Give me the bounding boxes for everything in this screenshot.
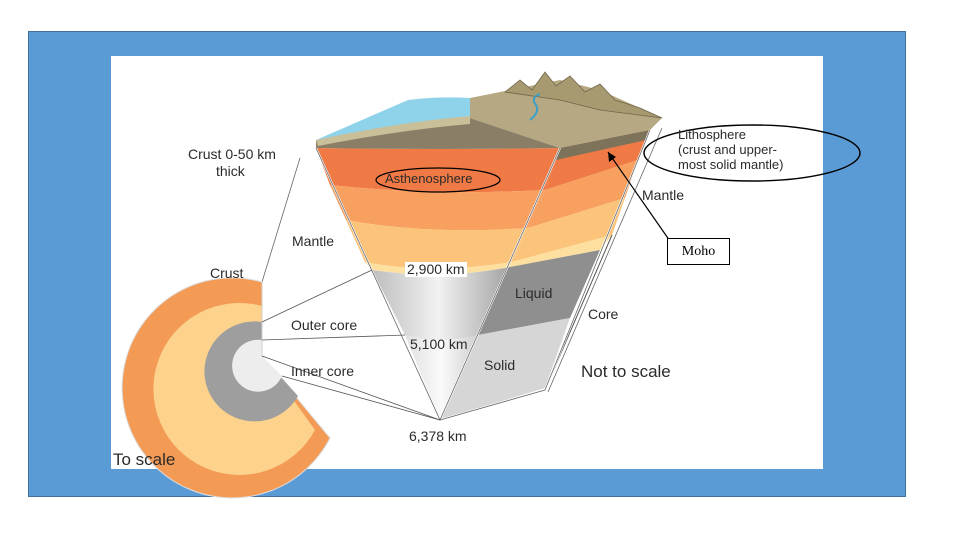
outer-core-label: Outer core [291, 317, 358, 333]
depth-5100-label: 5,100 km [410, 336, 468, 352]
core-right-label: Core [588, 306, 619, 322]
inner-core-front [405, 335, 478, 420]
oceanic-crust [316, 116, 470, 146]
asthenosphere-right [545, 130, 650, 190]
inner-core-label: Inner core [291, 363, 355, 379]
wedge-front-face [316, 148, 560, 420]
lithosphere-ellipse [643, 124, 861, 182]
outer-core-right [478, 250, 600, 335]
asthenosphere-label: Asthenosphere [385, 171, 473, 186]
to-scale-label: To scale [113, 450, 176, 469]
crust-thickness-label-2: thick [216, 163, 245, 179]
wedge-right-face [440, 130, 650, 420]
depth-6378-label: 6,378 km [409, 428, 467, 444]
ocean [316, 97, 470, 140]
river [529, 93, 541, 121]
lithosphere-right-edge [556, 130, 650, 160]
continental-land [470, 80, 662, 148]
lithosphere-label-1: Lithosphere [678, 127, 746, 142]
surface-layer [316, 71, 663, 160]
asthenosphere-band [316, 148, 560, 193]
moho-textbox: Moho [667, 238, 730, 265]
middle-mantle-band [346, 220, 528, 269]
lithosphere-label-2: (crust and upper- [678, 142, 777, 157]
mountains [504, 71, 663, 119]
mantle-right-label: Mantle [642, 187, 685, 203]
moho-arrowhead [608, 152, 616, 162]
lithosphere-label-3: most solid mantle) [678, 157, 784, 172]
crust-left-label: Crust [210, 265, 244, 281]
inner-core-cutaway [232, 339, 282, 392]
moho-arrow-line [607, 151, 673, 245]
moho-label: Moho [681, 243, 716, 259]
crust-thickness-label-1: Crust 0-50 km [188, 146, 276, 162]
lower-mantle-band [365, 262, 512, 275]
solid-label: Solid [484, 357, 516, 373]
asthenosphere-ellipse [375, 167, 501, 193]
middle-mantle-right [512, 198, 625, 262]
outer-core-front [372, 268, 505, 340]
not-to-scale-label: Not to scale [581, 362, 671, 381]
inner-core-right [440, 318, 570, 420]
mantle-left-label: Mantle [292, 233, 335, 249]
to-scale-cutaway [121, 277, 331, 499]
wedge-outline [261, 127, 663, 421]
lower-mantle-right [505, 235, 612, 268]
depth-2900-label: 2,900 km [405, 261, 467, 277]
liquid-label: Liquid [515, 285, 553, 301]
upper-mantle-band [330, 185, 545, 231]
connector-lines [261, 269, 441, 421]
lithosphere-mantle-band [316, 118, 560, 149]
upper-mantle-right [528, 160, 638, 228]
